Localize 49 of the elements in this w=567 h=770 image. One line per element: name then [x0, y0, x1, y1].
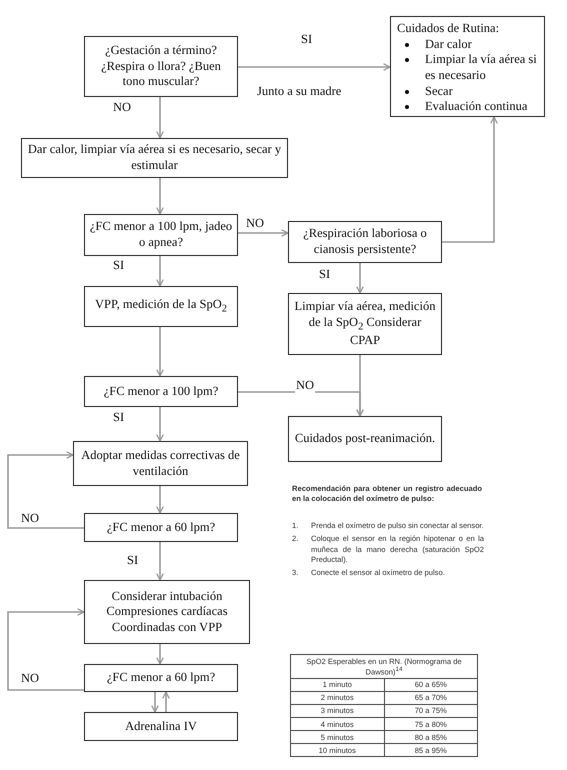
box-text: Adoptar medidas correctivas de ventilación: [80, 448, 241, 480]
box-text: Limpiar vía aérea, medición de la SpO$_{2}$ Considerar CPAP: [294, 299, 436, 349]
process-box: [390, 16, 545, 117]
arrow: [151, 692, 159, 713]
arrow: [156, 178, 164, 215]
arrow: [156, 256, 164, 287]
box-text: Considerar intubación Compresiones cardíacas Coordinadas con VPP: [105, 588, 229, 636]
arrow: [7, 451, 84, 529]
process-box: [84, 580, 250, 644]
box-text: ¿FC menor a 100 lpm, jadeo o apnea?: [89, 219, 233, 251]
edge-label: NO: [295, 378, 316, 393]
process-box: [288, 416, 442, 462]
arrow: [356, 263, 364, 294]
box-text: Dar calor, limpiar vía aérea si es necesario, secar y estimular: [26, 142, 282, 174]
process-box: [288, 293, 442, 355]
arrow: [156, 644, 164, 665]
box-text: Adrenalina IV: [125, 718, 197, 734]
arrow: [156, 542, 164, 581]
list-item: Limpiar la vía aérea si es necesario: [425, 52, 537, 82]
process-box: [84, 36, 238, 97]
arrow: [238, 391, 364, 417]
box-text: ¿FC menor a 100 lpm?: [104, 384, 218, 400]
process-box: [84, 712, 238, 741]
arrow: [156, 486, 164, 514]
process-box: [288, 221, 442, 263]
process-box: [84, 286, 238, 327]
arrow: [162, 691, 170, 712]
process-box: [21, 138, 288, 178]
process-box: [84, 664, 238, 692]
arrow: [238, 63, 391, 71]
box-text: ¿Gestación a término? ¿Respira o llora? ¿Buen tono muscular?: [100, 43, 222, 90]
arrow: [156, 97, 164, 139]
arrow: [7, 608, 85, 691]
arrow: [442, 116, 498, 243]
arrow: [238, 229, 289, 237]
box-text: ¿FC menor a 60 lpm?: [106, 670, 216, 686]
box-heading: Cuidados de Rutina:: [397, 21, 500, 37]
arrow: [156, 327, 164, 377]
box-text: ¿Respiración laboriosa o cianosis persistente?: [302, 226, 428, 258]
process-box: [84, 513, 238, 542]
process-box: [84, 376, 238, 407]
arrow: [156, 407, 164, 442]
box-text: VPP, medición de la SpO$_{2}$: [95, 297, 227, 316]
process-box: [73, 441, 248, 486]
list-item: Secar: [425, 84, 453, 98]
box-text: ¿FC menor a 60 lpm?: [106, 520, 216, 536]
list-item: Dar calor: [425, 36, 472, 51]
box-text: Cuidados post-reanimación.: [294, 431, 436, 447]
list-item: Evaluación continua: [425, 99, 528, 114]
